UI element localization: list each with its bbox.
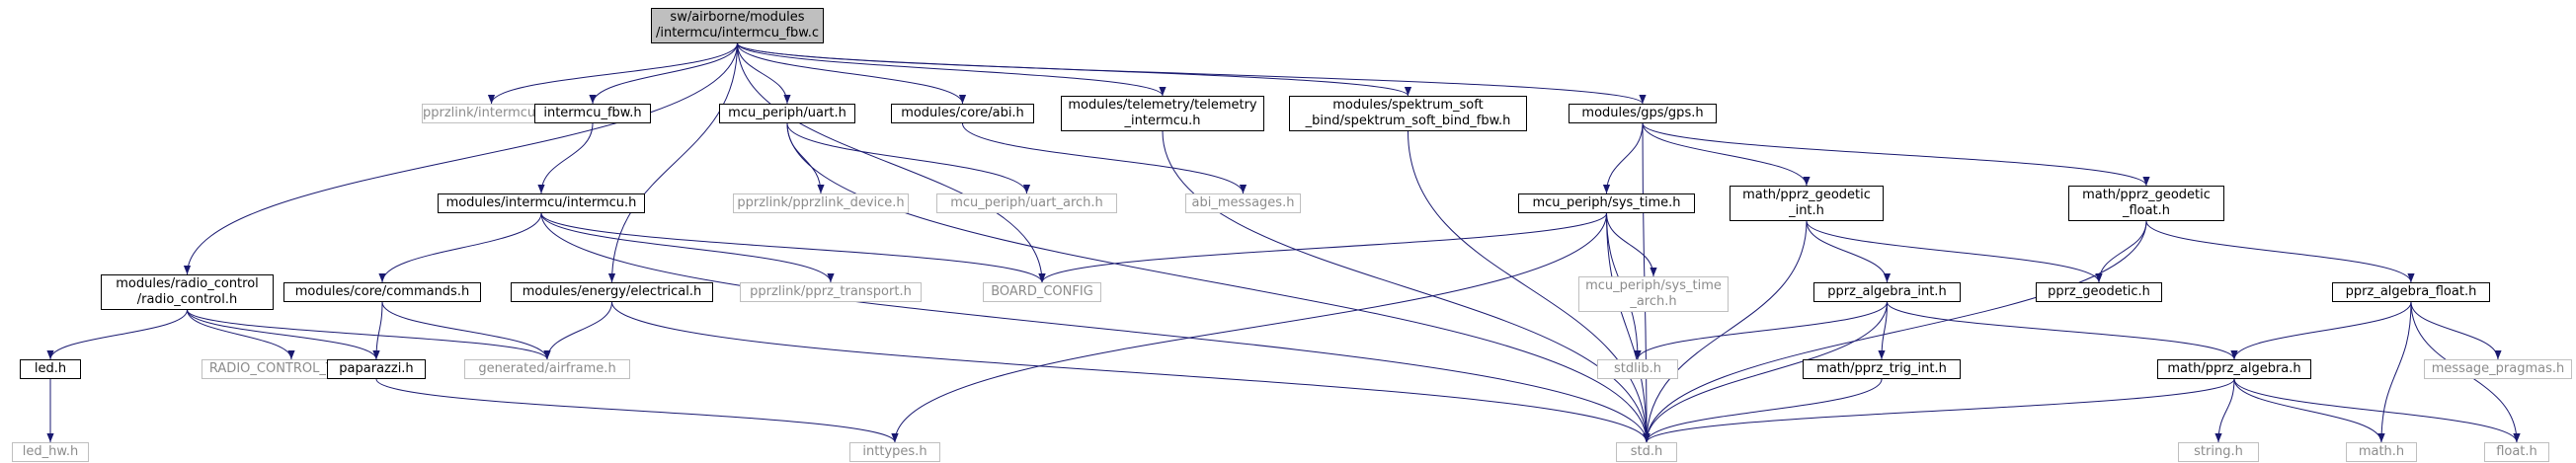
node-pprzdev: pprzlink/pprzlink_device.h	[733, 193, 909, 213]
node-ledhw: led_hw.h	[12, 442, 89, 462]
node-geoint[interactable]: math/pprz_geodetic _int.h	[1730, 186, 1884, 221]
node-mathh: math.h	[2346, 442, 2417, 462]
edge-root-to-uarth	[737, 42, 791, 105]
node-spek[interactable]: modules/spektrum_soft _bind/spektrum_sof…	[1289, 96, 1527, 131]
node-imfbwh[interactable]: intermcu_fbw.h	[534, 104, 651, 123]
edge-root-to-pprzmsg	[487, 42, 738, 105]
node-stdh: std.h	[1616, 442, 1677, 462]
edge-papa-to-inttypes	[375, 378, 899, 443]
edge-imh-to-pprztrans	[540, 212, 835, 283]
edge-imh-to-board	[540, 212, 1046, 283]
edge-uarth-to-pprzdev	[786, 122, 825, 194]
edge-algint-to-trigint	[1878, 301, 1888, 360]
edge-geoint-to-stdh	[1643, 220, 1808, 443]
edge-alg-to-stdh	[1643, 378, 2235, 443]
edge-rc-to-led	[46, 309, 188, 360]
edge-alg-to-mathh	[2233, 378, 2385, 443]
edge-algfloat-to-alg	[2230, 301, 2412, 360]
edge-elec-to-stdh	[611, 301, 1650, 443]
edge-geofloat-to-geodetic	[2095, 220, 2147, 283]
edge-root-to-abih	[737, 42, 967, 105]
edge-alg-to-floath	[2233, 378, 2521, 443]
node-airframe: generated/airframe.h	[464, 359, 630, 379]
edge-geofloat-to-stdh	[1643, 220, 2147, 443]
edge-geofloat-to-algfloat	[2145, 220, 2415, 283]
edge-gps-to-geofloat	[1642, 122, 2150, 187]
edge-root-to-board	[737, 42, 1046, 283]
node-uartarch: mcu_periph/uart_arch.h	[936, 193, 1117, 213]
node-pprztrans: pprzlink/pprz_transport.h	[740, 282, 922, 302]
edge-imh-to-cmds	[378, 212, 542, 283]
node-abih[interactable]: modules/core/abi.h	[891, 104, 1034, 123]
edge-gps-to-systime	[1602, 122, 1644, 194]
node-geofloat[interactable]: math/pprz_geodetic _float.h	[2068, 186, 2224, 221]
node-cmds[interactable]: modules/core/commands.h	[283, 282, 481, 302]
edge-abih-to-abimsg	[962, 122, 1248, 194]
edge-telem-to-stdh	[1162, 130, 1650, 443]
edge-spek-to-stdh	[1408, 130, 1650, 443]
edge-elec-to-airframe	[543, 301, 612, 360]
node-uarth[interactable]: mcu_periph/uart.h	[719, 104, 855, 123]
edge-algint-to-stdh	[1643, 301, 1888, 443]
node-telem[interactable]: modules/telemetry/telemetry _intermcu.h	[1061, 96, 1264, 131]
edge-algfloat-to-mathh	[2377, 301, 2412, 443]
edge-gps-to-geoint	[1642, 122, 1811, 187]
node-rc[interactable]: modules/radio_control /radio_control.h	[101, 274, 274, 310]
node-msgprag: message_pragmas.h	[2424, 359, 2572, 379]
node-papa[interactable]: paparazzi.h	[327, 359, 426, 379]
node-root[interactable]: sw/airborne/modules /intermcu/intermcu_f…	[651, 8, 824, 43]
edge-geoint-to-algint	[1806, 220, 1892, 283]
edge-alg-to-stringh	[2214, 378, 2235, 443]
edge-systime-to-systimearch	[1606, 212, 1657, 277]
edge-geoint-to-geodetic	[1806, 220, 2103, 283]
node-trigint[interactable]: math/pprz_trig_int.h	[1803, 359, 1961, 379]
edge-systime-to-stdh	[1606, 212, 1650, 443]
edge-root-to-elec	[607, 42, 738, 283]
node-imh[interactable]: modules/intermcu/intermcu.h	[438, 193, 645, 213]
edge-imfbwh-to-imh	[537, 122, 594, 194]
node-systime[interactable]: mcu_periph/sys_time.h	[1518, 193, 1695, 213]
node-algint[interactable]: pprz_algebra_int.h	[1813, 282, 1961, 302]
node-abimsg: abi_messages.h	[1185, 193, 1301, 213]
edge-root-to-rc	[183, 42, 738, 275]
edge-rc-to-rctype	[187, 309, 295, 360]
node-board: BOARD_CONFIG	[983, 282, 1101, 302]
node-algfloat[interactable]: pprz_algebra_float.h	[2332, 282, 2490, 302]
edge-imh-to-stdh	[540, 212, 1650, 443]
node-systimearch: mcu_periph/sys_time _arch.h	[1578, 276, 1729, 312]
node-inttypes: inttypes.h	[849, 442, 940, 462]
node-elec[interactable]: modules/energy/electrical.h	[511, 282, 713, 302]
node-gps[interactable]: modules/gps/gps.h	[1569, 104, 1717, 123]
node-alg[interactable]: math/pprz_algebra.h	[2157, 359, 2311, 379]
edge-cmds-to-airframe	[381, 301, 551, 360]
node-geodetic[interactable]: pprz_geodetic.h	[2036, 282, 2162, 302]
edge-trigint-to-stdh	[1643, 378, 1883, 443]
edge-root-to-telem	[737, 42, 1167, 97]
edge-systime-to-inttypes	[891, 212, 1607, 443]
edge-algint-to-stdlib	[1634, 301, 1888, 360]
edge-uarth-to-stdh	[786, 122, 1650, 443]
edge-rc-to-papa	[187, 309, 380, 360]
node-stringh: string.h	[2178, 442, 2259, 462]
edge-root-to-imfbwh	[589, 42, 738, 105]
edge-algint-to-alg	[1887, 301, 2238, 360]
edge-cmds-to-papa	[372, 301, 383, 360]
node-led[interactable]: led.h	[20, 359, 81, 379]
edge-systime-to-board	[1038, 212, 1607, 283]
edge-uarth-to-uartarch	[786, 122, 1031, 194]
edge-root-to-gps	[737, 42, 1647, 105]
edge-rc-to-airframe	[187, 309, 551, 360]
node-stdlib: stdlib.h	[1597, 359, 1678, 379]
edge-algfloat-to-msgprag	[2410, 301, 2502, 360]
node-floath: float.h	[2484, 442, 2549, 462]
